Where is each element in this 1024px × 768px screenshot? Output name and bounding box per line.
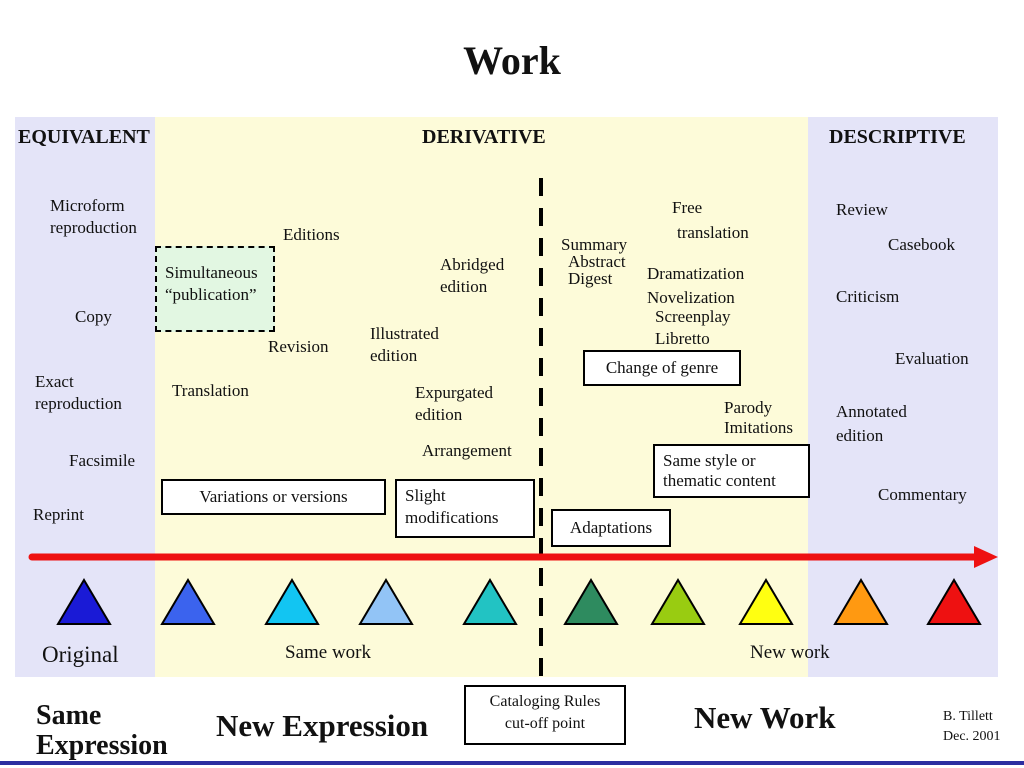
equivalent-heading: EQUIVALENT bbox=[18, 126, 150, 148]
review-label: Review bbox=[836, 200, 888, 219]
original-label: Original bbox=[42, 642, 119, 667]
simultaneous-publication-box: Simultaneous“publication” bbox=[155, 246, 275, 332]
new-work-triangle-4 bbox=[833, 578, 889, 625]
translation-label: Translation bbox=[172, 381, 249, 400]
same-work-triangle-1 bbox=[160, 578, 216, 625]
page-title: Work bbox=[463, 38, 561, 83]
facsimile-label: Facsimile bbox=[69, 451, 136, 470]
derivative-heading: DERIVATIVE bbox=[422, 126, 546, 148]
revision-label: Revision bbox=[268, 337, 329, 356]
same-work-triangle-4 bbox=[462, 578, 518, 625]
copy-label: Copy bbox=[75, 307, 112, 326]
new-work-triangle-2 bbox=[650, 578, 706, 625]
new-work-footer-label: New Work bbox=[694, 700, 836, 735]
criticism-label: Criticism bbox=[836, 287, 900, 306]
summary-abstract-digest-label: Summary Abstract Digest bbox=[561, 235, 628, 288]
editions-label: Editions bbox=[283, 225, 340, 244]
change-of-genre-box: Change of genre bbox=[583, 350, 741, 386]
same-work-triangle-3 bbox=[358, 578, 414, 625]
new-work-label: New work bbox=[750, 642, 830, 663]
free-translation-label: Free translation bbox=[672, 198, 749, 242]
arrangement-label: Arrangement bbox=[422, 441, 512, 460]
commentary-label: Commentary bbox=[878, 485, 967, 504]
evaluation-label: Evaluation bbox=[895, 349, 969, 368]
new-work-triangle-3 bbox=[738, 578, 794, 625]
same-work-label: Same work bbox=[285, 642, 372, 663]
original-triangle bbox=[56, 578, 112, 625]
variations-or-versions-box: Variations or versions bbox=[161, 479, 386, 515]
cutoff-line bbox=[539, 178, 543, 686]
new-work-triangle-5 bbox=[926, 578, 982, 625]
reprint-label: Reprint bbox=[33, 505, 84, 524]
same-work-triangle-2 bbox=[264, 578, 320, 625]
progression-arrow bbox=[28, 546, 998, 568]
descriptive-panel bbox=[808, 117, 998, 677]
bottom-rule bbox=[0, 761, 1024, 765]
adaptations-box: Adaptations bbox=[551, 509, 671, 547]
descriptive-heading: DESCRIPTIVE bbox=[829, 126, 966, 148]
new-expression-label: New Expression bbox=[216, 708, 429, 743]
new-work-triangle-1 bbox=[563, 578, 619, 625]
derivative-panel bbox=[155, 117, 808, 677]
casebook-label: Casebook bbox=[888, 235, 956, 254]
